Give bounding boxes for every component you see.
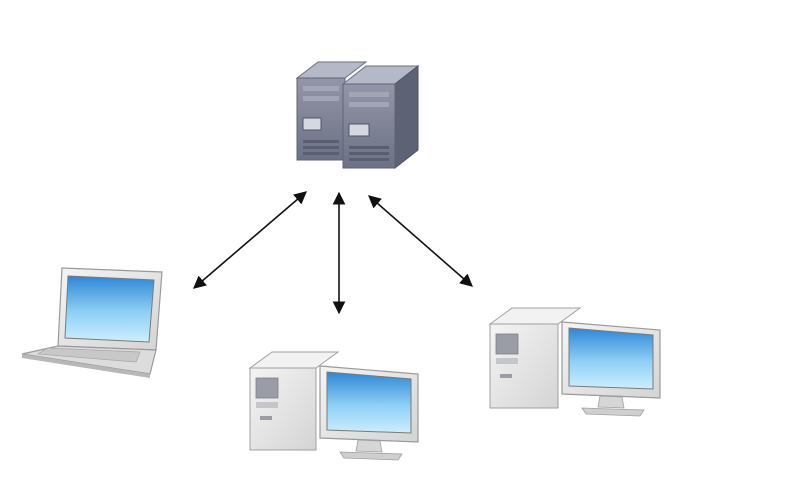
desktop-computer-icon (248, 351, 419, 461)
desktop-computer-icon (488, 307, 661, 417)
server-rack-icon (295, 61, 420, 170)
arrow-server-laptop (193, 191, 307, 289)
connection-arrows (193, 191, 473, 315)
laptop-icon (21, 267, 163, 378)
arrow-server-desktop-right (368, 195, 473, 287)
